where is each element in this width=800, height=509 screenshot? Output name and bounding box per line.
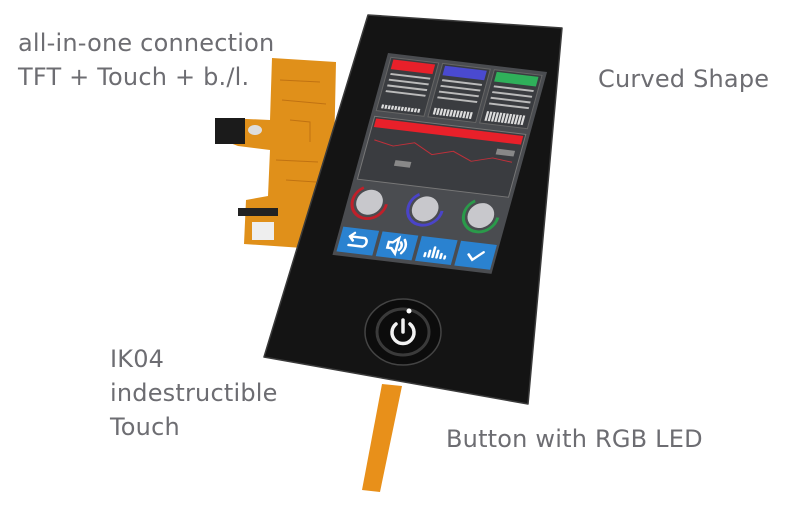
label-touch-line2: indestructible xyxy=(110,379,278,407)
speaker-icon xyxy=(385,235,408,257)
button-flex-cable xyxy=(362,384,402,492)
status-card-bar xyxy=(390,105,395,110)
status-card-bar xyxy=(452,110,457,118)
screen-button-checkmark[interactable] xyxy=(454,240,497,270)
status-card-bar xyxy=(517,114,523,125)
status-card-text-line xyxy=(387,84,428,92)
status-card-bar xyxy=(507,113,513,124)
status-card-bar xyxy=(504,113,509,124)
status-card-text-line xyxy=(388,78,429,86)
status-card-bar xyxy=(458,110,463,118)
power-button[interactable] xyxy=(364,298,442,366)
label-curved-shape: Curved Shape xyxy=(598,65,770,93)
label-button-led: Button with RGB LED xyxy=(446,425,703,453)
status-card-bar xyxy=(442,108,447,116)
status-card-bar xyxy=(439,108,444,116)
status-card-bar xyxy=(432,107,437,115)
label-touch-line1: IK04 xyxy=(110,345,165,373)
status-card-bar xyxy=(435,108,441,116)
status-card-bar xyxy=(400,106,404,111)
checkmark-icon xyxy=(467,251,485,262)
status-card-bar xyxy=(384,104,388,109)
tft-screen xyxy=(332,53,548,274)
status-card-text-line xyxy=(488,102,530,110)
status-card-bar xyxy=(465,111,470,119)
label-touch-line3: Touch xyxy=(110,413,180,441)
knob-ring xyxy=(461,197,500,234)
status-card-text-line xyxy=(438,90,480,98)
rotary-knob[interactable] xyxy=(353,188,386,216)
status-card-bar xyxy=(445,109,450,117)
status-card-bar xyxy=(494,112,500,123)
screen-button-equalizer[interactable] xyxy=(415,236,458,266)
status-card-bar xyxy=(497,112,503,123)
label-connection-line1: all-in-one connection xyxy=(18,29,275,57)
fpc-connector-board xyxy=(215,58,336,250)
status-card-text-line xyxy=(440,84,481,92)
status-card-bar xyxy=(510,114,516,124)
graph-slider-handle[interactable] xyxy=(393,160,412,168)
status-card-bar xyxy=(484,111,490,121)
status-card-bar xyxy=(410,107,414,113)
status-card-bar xyxy=(468,112,473,119)
status-card-header xyxy=(442,65,487,81)
back-arrow-icon xyxy=(347,231,368,248)
status-card-text-line xyxy=(385,90,426,97)
knob-ring xyxy=(406,191,445,227)
status-card-bar xyxy=(397,106,401,111)
status-card-text-line xyxy=(493,85,534,93)
status-card-bar xyxy=(387,105,391,110)
status-card-text-line xyxy=(490,96,531,104)
status-card-bar xyxy=(520,115,526,126)
status-card-bar xyxy=(500,113,506,123)
rotary-knob[interactable] xyxy=(465,202,498,230)
status-card-bar xyxy=(394,105,398,111)
status-card-bar xyxy=(417,108,421,113)
status-card-bar xyxy=(381,104,385,109)
status-card-header xyxy=(390,59,436,75)
status-card-text-line xyxy=(390,72,431,80)
status-card-text-line xyxy=(437,96,478,103)
status-card-header xyxy=(494,71,539,87)
status-card-bar xyxy=(403,107,408,112)
label-connection-line2: TFT + Touch + b./l. xyxy=(18,63,250,91)
rotary-knob[interactable] xyxy=(409,195,442,223)
status-card-text-line xyxy=(491,91,533,98)
graph-panel-header xyxy=(373,118,524,145)
graph-line xyxy=(374,139,513,163)
graph-slider-handle[interactable] xyxy=(495,148,516,157)
screen-button-back-arrow[interactable] xyxy=(336,226,380,256)
status-card-bar xyxy=(407,107,411,112)
status-card-text-line xyxy=(441,79,483,86)
equalizer-icon xyxy=(423,246,447,260)
status-card-bar xyxy=(455,110,460,118)
status-card-bar xyxy=(490,111,496,122)
power-icon xyxy=(390,322,416,346)
knob-ring xyxy=(350,184,389,220)
status-card-bar xyxy=(413,108,418,113)
status-card-bar xyxy=(513,114,519,125)
status-card-bar xyxy=(462,111,467,119)
status-card-bar xyxy=(487,111,493,122)
status-card-bar xyxy=(449,109,454,117)
